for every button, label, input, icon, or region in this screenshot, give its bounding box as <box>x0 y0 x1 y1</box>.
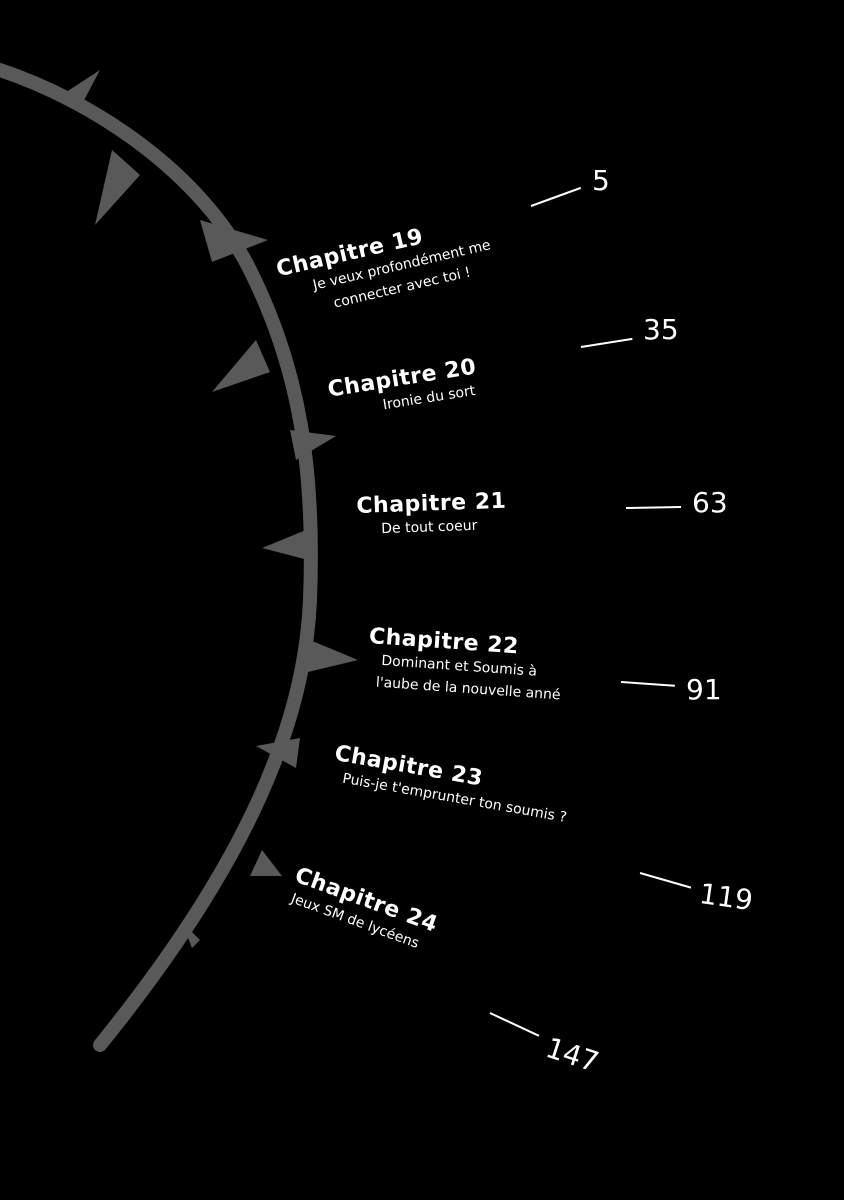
page-number: 63 <box>692 486 728 519</box>
thorn-2 <box>95 150 140 225</box>
chapter-label: Chapitre 21 <box>356 488 507 519</box>
thorn-7 <box>308 640 358 672</box>
thorn-10 <box>182 922 200 948</box>
thorn-6 <box>262 530 308 560</box>
vine-stem <box>0 63 318 1052</box>
thorn-9 <box>250 850 282 876</box>
page-number: 91 <box>686 673 722 706</box>
page-number: 5 <box>592 164 610 197</box>
thorn-3 <box>200 220 268 262</box>
toc-entry-chapter-21: Chapitre 21 De tout coeur <box>356 489 508 541</box>
thorn-4 <box>212 340 270 392</box>
thorn-5 <box>290 430 336 460</box>
page-number: 35 <box>643 313 679 346</box>
toc-entry-chapter-22: Chapitre 22 Dominant et Soumis à l'aube … <box>365 624 564 706</box>
thorn-8 <box>256 738 300 768</box>
thorn-1 <box>60 70 100 108</box>
